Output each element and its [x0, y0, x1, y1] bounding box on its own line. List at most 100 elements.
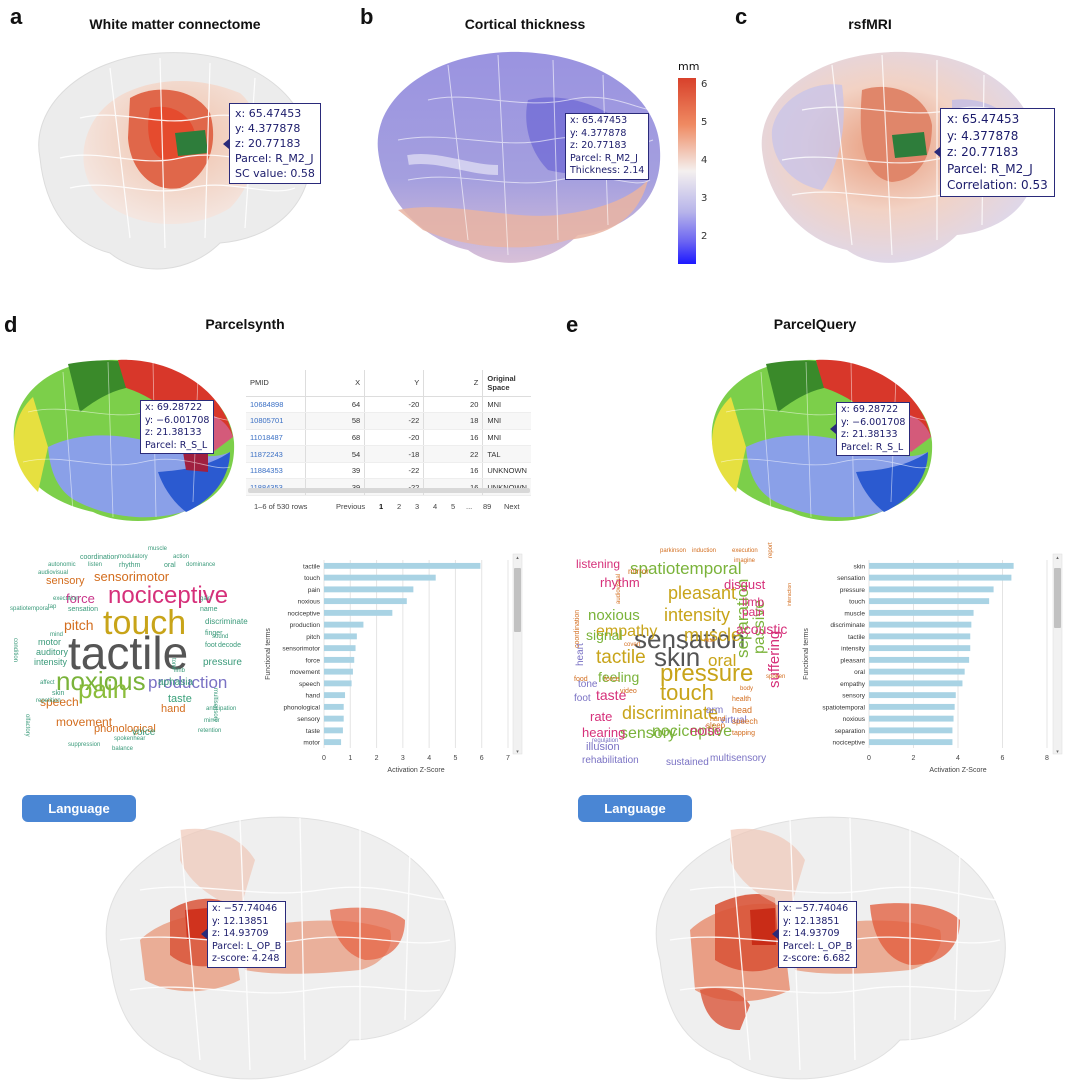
tooltip-line: Correlation: 0.53 — [947, 178, 1048, 192]
bar — [869, 680, 963, 687]
wordcloud-term: decode — [218, 642, 241, 649]
pmid-cell[interactable]: 11872243 — [246, 445, 307, 463]
bar — [324, 656, 355, 663]
wordcloud-term: illusion — [586, 741, 620, 753]
tooltip-pointer — [934, 147, 940, 158]
chart-scrollbar-thumb — [1054, 568, 1061, 628]
tooltip-line: y: 12.13851 — [212, 915, 269, 927]
x-tick-label: 3 — [401, 755, 405, 762]
tooltip-line: Parcel: L_OP_B — [783, 940, 853, 952]
wordcloud-term: olfactory — [24, 714, 30, 737]
tooltip-line: z: 21.38133 — [841, 429, 898, 440]
category-label: discriminate — [830, 622, 865, 629]
parcel-tooltip-a: x: 65.47453 y: 4.377878 z: 20.77183 Parc… — [223, 103, 321, 184]
wordcloud-term: skin — [654, 642, 701, 672]
x-tick-label: 0 — [322, 755, 326, 762]
wordcloud-term: name — [200, 606, 218, 613]
panel-letter-e: e — [566, 312, 579, 337]
previous-page-button[interactable]: Previous — [336, 502, 366, 511]
y-cell: -20 — [364, 396, 425, 414]
wordcloud-term: pressure — [203, 657, 242, 668]
wordcloud-term: video — [620, 688, 637, 695]
bar — [869, 586, 994, 593]
table-header-space[interactable]: Original Space — [482, 370, 531, 397]
page-button[interactable]: 89 — [483, 502, 492, 511]
wordcloud-term: tone — [578, 679, 598, 690]
wordcloud-term: coordination — [574, 609, 581, 648]
space-cell: TAL — [482, 445, 531, 463]
wordcloud-term: production — [148, 673, 228, 692]
tooltip-line: y: −6.001708 — [145, 414, 210, 426]
bar — [869, 703, 955, 710]
wordcloud-term: empathy — [596, 623, 658, 640]
wordcloud-term: affect — [40, 680, 55, 686]
wordcloud-term: food — [574, 676, 588, 683]
page-button[interactable]: 2 — [397, 502, 402, 511]
table-header-x[interactable]: X — [305, 370, 366, 397]
panel-title-b: Cortical thickness — [464, 16, 586, 32]
language-button-e[interactable]: Language — [578, 795, 692, 822]
table-horizontal-scrollbar[interactable] — [248, 488, 530, 493]
table-header-y[interactable]: Y — [364, 370, 425, 397]
wordcloud-term: touch — [660, 680, 714, 705]
tooltip-line: Parcel: L_OP_B — [212, 940, 282, 952]
category-label: production — [290, 622, 321, 629]
bar — [324, 609, 393, 616]
bar — [869, 598, 990, 605]
category-label: tactile — [848, 634, 865, 641]
x-cell: 39 — [305, 462, 366, 480]
wordcloud-term: movement — [56, 715, 113, 729]
pmid-cell[interactable]: 11884353 — [246, 462, 307, 480]
table-header-z[interactable]: Z — [423, 370, 484, 397]
colorbar-tick: 3 — [701, 193, 708, 204]
x-tick-label: 2 — [375, 755, 379, 762]
wordcloud-term: taste — [168, 693, 192, 705]
category-label: phonological — [283, 704, 320, 711]
z-cell: 16 — [423, 462, 484, 480]
pmid-cell[interactable]: 10805701 — [246, 412, 307, 430]
tooltip-line: y: −6.001708 — [841, 416, 906, 428]
wordcloud-term: force — [66, 591, 95, 606]
bar — [324, 598, 407, 605]
x-tick-label: 1 — [348, 755, 352, 762]
panel-letter-d: d — [4, 312, 18, 337]
page-button[interactable]: 1 — [379, 502, 384, 511]
tooltip-line: x: 65.47453 — [570, 115, 628, 126]
wordcloud-term: intensity — [664, 605, 731, 625]
language-button-d[interactable]: Language — [22, 795, 136, 822]
table-header-pmid[interactable]: PMID — [246, 370, 307, 397]
category-label: taste — [306, 728, 320, 735]
page-button[interactable]: 4 — [433, 502, 438, 511]
category-label: spatiotemporal — [822, 704, 865, 711]
pmid-cell[interactable]: 10684898 — [246, 396, 307, 414]
tooltip-line: y: 4.377878 — [235, 122, 301, 135]
wordcloud-term: virtual — [720, 715, 747, 726]
page-button[interactable]: 3 — [415, 502, 420, 511]
wordcloud-term: head — [732, 705, 753, 715]
wordcloud-term: sleep — [706, 721, 726, 730]
wordcloud-term: spoken — [766, 674, 786, 680]
wordcloud-term: tone — [170, 658, 176, 670]
page-button[interactable]: 5 — [451, 502, 456, 511]
chart-scrollbar-thumb — [514, 568, 521, 632]
wordcloud-term: finger — [205, 630, 223, 637]
z-cell: 18 — [423, 412, 484, 430]
wordcloud-term: report — [768, 542, 774, 558]
bar — [324, 739, 342, 746]
wordcloud-term: tactile — [68, 627, 189, 679]
wordcloud-term: audiovisual — [616, 573, 622, 604]
next-page-button[interactable]: Next — [504, 502, 520, 511]
wordcloud-term: pain — [742, 605, 765, 619]
x-cell: 58 — [305, 412, 366, 430]
pmid-cell[interactable]: 11018487 — [246, 429, 307, 447]
wordcloud-term: muscle — [684, 625, 742, 645]
space-cell: UNKNOWN — [482, 462, 531, 480]
bar — [869, 715, 954, 722]
page-ellipsis: ... — [466, 502, 473, 511]
